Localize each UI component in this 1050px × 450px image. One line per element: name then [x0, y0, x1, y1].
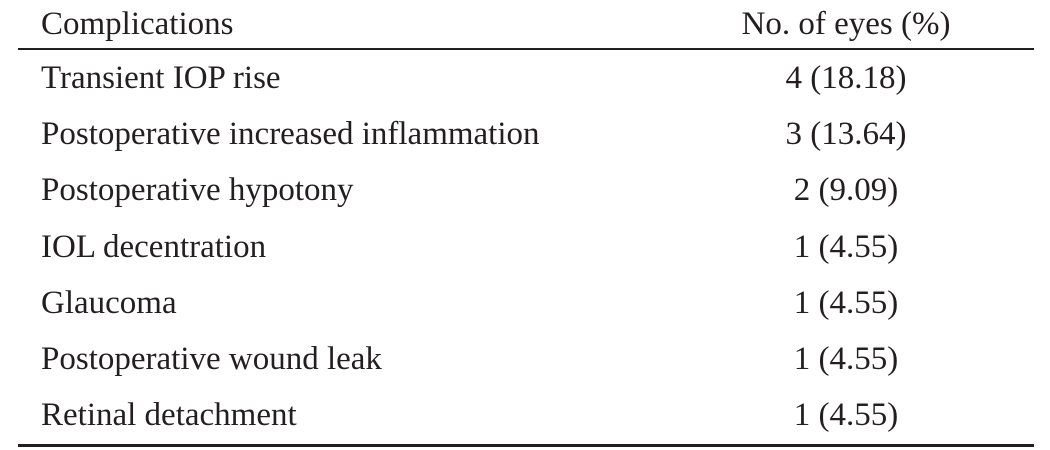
eyes-cell: 1 (4.55)	[793, 228, 899, 265]
eyes-cell: 1 (4.55)	[793, 284, 899, 321]
column-header-complications: Complications	[41, 6, 234, 42]
table-header: Complications No. of eyes (%)	[18, 0, 1034, 50]
table-row: Postoperative wound leak 1 (4.55)	[18, 331, 1034, 387]
complication-cell: Transient IOP rise	[41, 60, 281, 96]
complication-cell: Retinal detachment	[41, 397, 297, 434]
table-row: IOL decentration 1 (4.55)	[18, 219, 1034, 275]
eyes-cell: 2 (9.09)	[793, 172, 899, 209]
complications-table: Complications No. of eyes (%) Transient …	[18, 0, 1034, 448]
complication-cell: Postoperative increased inflammation	[41, 116, 540, 153]
complication-cell: Postoperative hypotony	[41, 172, 354, 209]
eyes-cell: 3 (13.64)	[785, 116, 907, 153]
table-bottom-rule	[18, 444, 1034, 448]
table-row: Glaucoma 1 (4.55)	[18, 275, 1034, 331]
table-row: Postoperative hypotony 2 (9.09)	[18, 162, 1034, 218]
table-row: Transient IOP rise 4 (18.18)	[18, 50, 1034, 106]
table-row: Retinal detachment 1 (4.55)	[18, 387, 1034, 443]
complication-cell: IOL decentration	[41, 228, 267, 265]
eyes-cell: 1 (4.55)	[793, 397, 899, 434]
eyes-cell: 1 (4.55)	[793, 340, 899, 377]
column-header-eyes: No. of eyes (%)	[741, 6, 951, 42]
complication-cell: Glaucoma	[41, 284, 177, 321]
complication-cell: Postoperative wound leak	[41, 340, 382, 377]
eyes-cell: 4 (18.18)	[785, 60, 907, 96]
table-row: Postoperative increased inflammation 3 (…	[18, 106, 1034, 162]
